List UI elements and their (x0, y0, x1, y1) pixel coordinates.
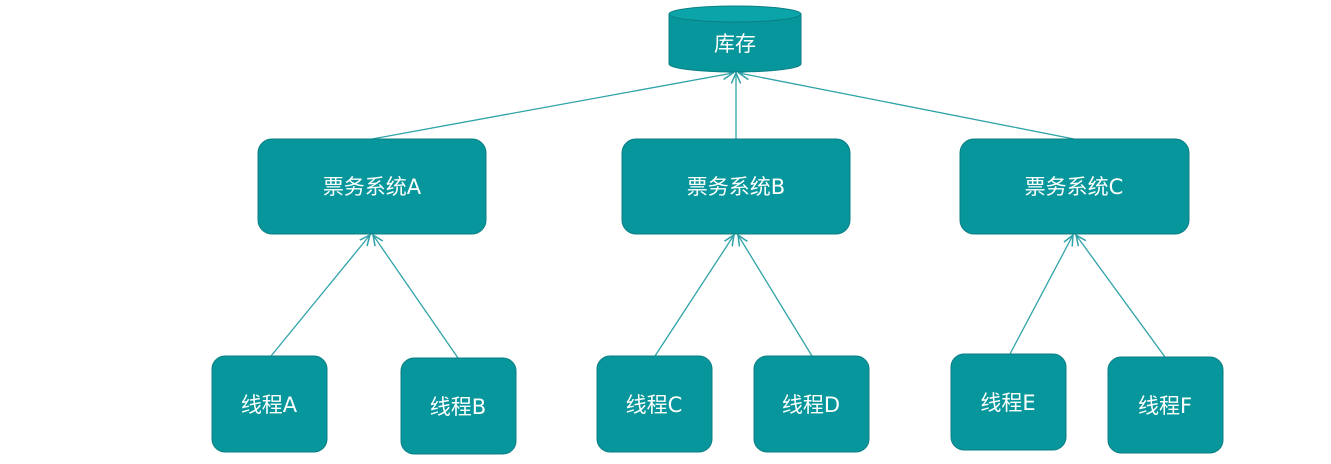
thread-node-a: 线程A (211, 355, 328, 453)
database-label: 库存 (714, 32, 756, 56)
thread-b-box (400, 357, 517, 455)
thread-node-e: 线程E (950, 353, 1067, 451)
system-b-box (621, 138, 851, 235)
system-node-b: 票务系统B (621, 138, 851, 235)
thread-node-d: 线程D (753, 355, 870, 453)
thread-f-box (1107, 356, 1224, 454)
edge-threadD-to-sysB (738, 235, 813, 357)
thread-d-box (753, 355, 870, 453)
database-cylinder-body (668, 13, 802, 73)
system-b-label: 票务系统B (687, 175, 785, 199)
system-c-label: 票务系统C (1025, 175, 1124, 199)
edge-sysC-to-database (739, 73, 1075, 140)
thread-e-box (950, 353, 1067, 451)
thread-b-label: 线程B (430, 395, 486, 419)
system-node-c: 票务系统C (959, 138, 1190, 235)
edge-threadC-to-sysB (654, 235, 734, 357)
thread-a-box (211, 355, 328, 453)
thread-e-label: 线程E (980, 391, 1035, 415)
database-node: 库存 (668, 5, 802, 73)
edge-threadE-to-sysC (1009, 235, 1073, 355)
thread-node-b: 线程B (400, 357, 517, 455)
thread-d-label: 线程D (782, 393, 840, 417)
system-a-label: 票务系统A (323, 175, 422, 199)
edge-threadA-to-sysA (270, 235, 370, 357)
thread-node-f: 线程F (1107, 356, 1224, 454)
edge-threadB-to-sysA (373, 235, 459, 359)
thread-node-c: 线程C (596, 355, 713, 453)
thread-f-label: 线程F (1138, 394, 1192, 418)
system-node-a: 票务系统A (257, 138, 487, 235)
thread-c-label: 线程C (626, 393, 683, 417)
edge-threadF-to-sysC (1076, 235, 1166, 358)
thread-a-label: 线程A (241, 393, 298, 417)
edge-sysA-to-database (371, 73, 733, 140)
thread-c-box (596, 355, 713, 453)
system-c-box (959, 138, 1190, 235)
system-a-box (257, 138, 487, 235)
database-cylinder-top (668, 5, 802, 23)
